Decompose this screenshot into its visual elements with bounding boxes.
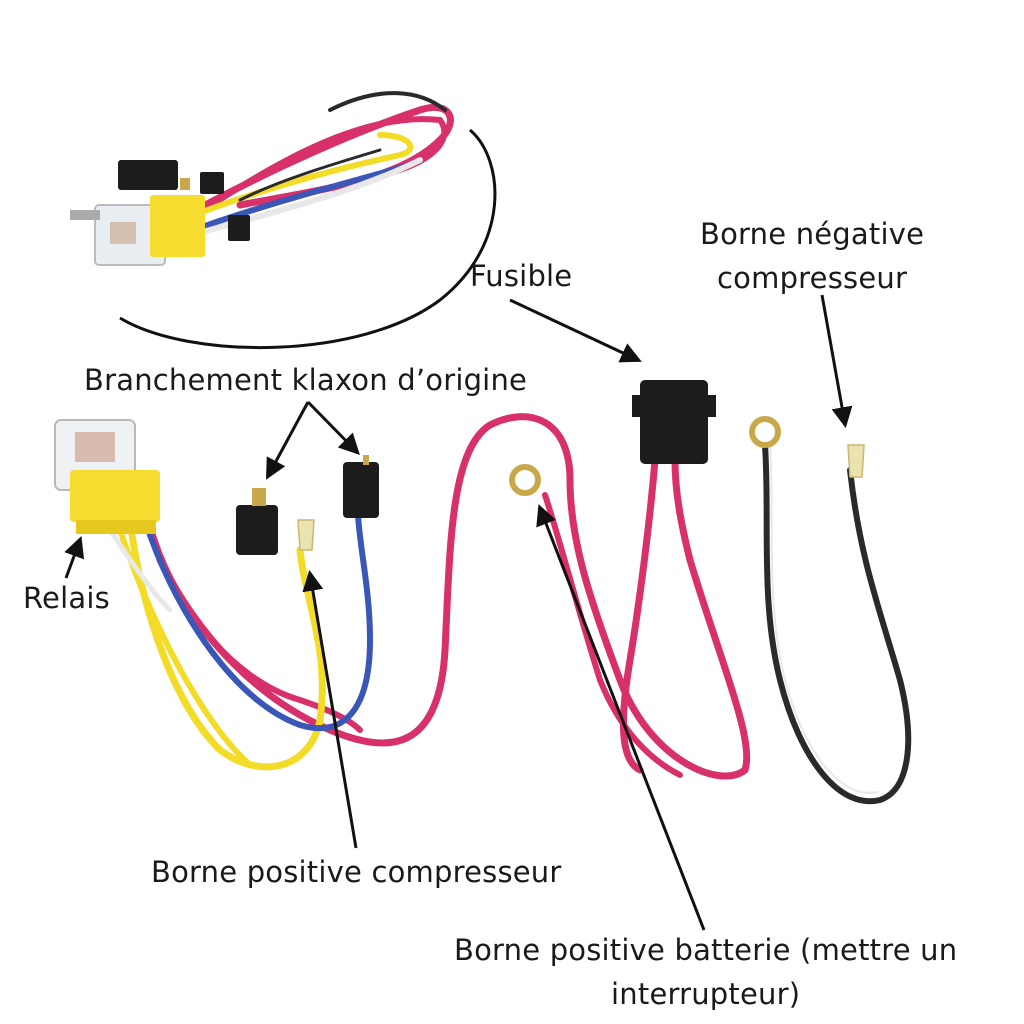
label-borne-negative-line2: compresseur [717,261,908,295]
arrow-borne-positive-compresseur [302,569,358,849]
label-branchement-klaxon: Branchement klaxon d’origine [84,363,528,397]
label-borne-negative-line1: Borne négative [700,217,925,251]
spade-terminal-negative [847,444,865,478]
red-wire-main [156,413,751,780]
red-wire-ring [542,492,683,778]
yellow-wire-a [126,516,326,771]
label-borne-positive-batterie-line1: Borne positive batterie (mettre un [454,933,958,967]
horn-connectors [236,455,379,555]
arrow-klaxon-right [306,400,360,455]
ring-terminal-battery [509,464,541,496]
label-borne-positive-batterie-line2: interrupteur) [611,977,801,1011]
white-stripe-negative [769,444,879,794]
red-wire-fuse-a [619,456,659,774]
arrow-relais [64,536,85,579]
arrow-borne-negative [820,294,853,429]
label-relais: Relais [23,581,110,615]
callout-arrows [64,294,853,931]
label-borne-negative-compresseur: Borne négative compresseur [700,212,924,300]
white-wire [107,527,173,613]
inset-harness-photo [70,91,497,349]
inset-circle-line [119,128,497,349]
relay [54,419,160,534]
arrow-klaxon-left [266,401,310,480]
label-borne-positive-batterie: Borne positive batterie (mettre un inter… [454,928,957,1016]
main-harness [107,413,912,805]
label-borne-positive-compresseur: Borne positive compresseur [151,855,562,889]
ring-terminal-negative [749,416,781,448]
arrow-borne-positive-batterie [536,504,706,931]
fuse-holder [632,380,716,464]
blue-wire [142,512,374,732]
label-fusible: Fusible [470,259,573,293]
black-wire-negative [762,442,912,805]
arrow-fusible [509,298,642,363]
